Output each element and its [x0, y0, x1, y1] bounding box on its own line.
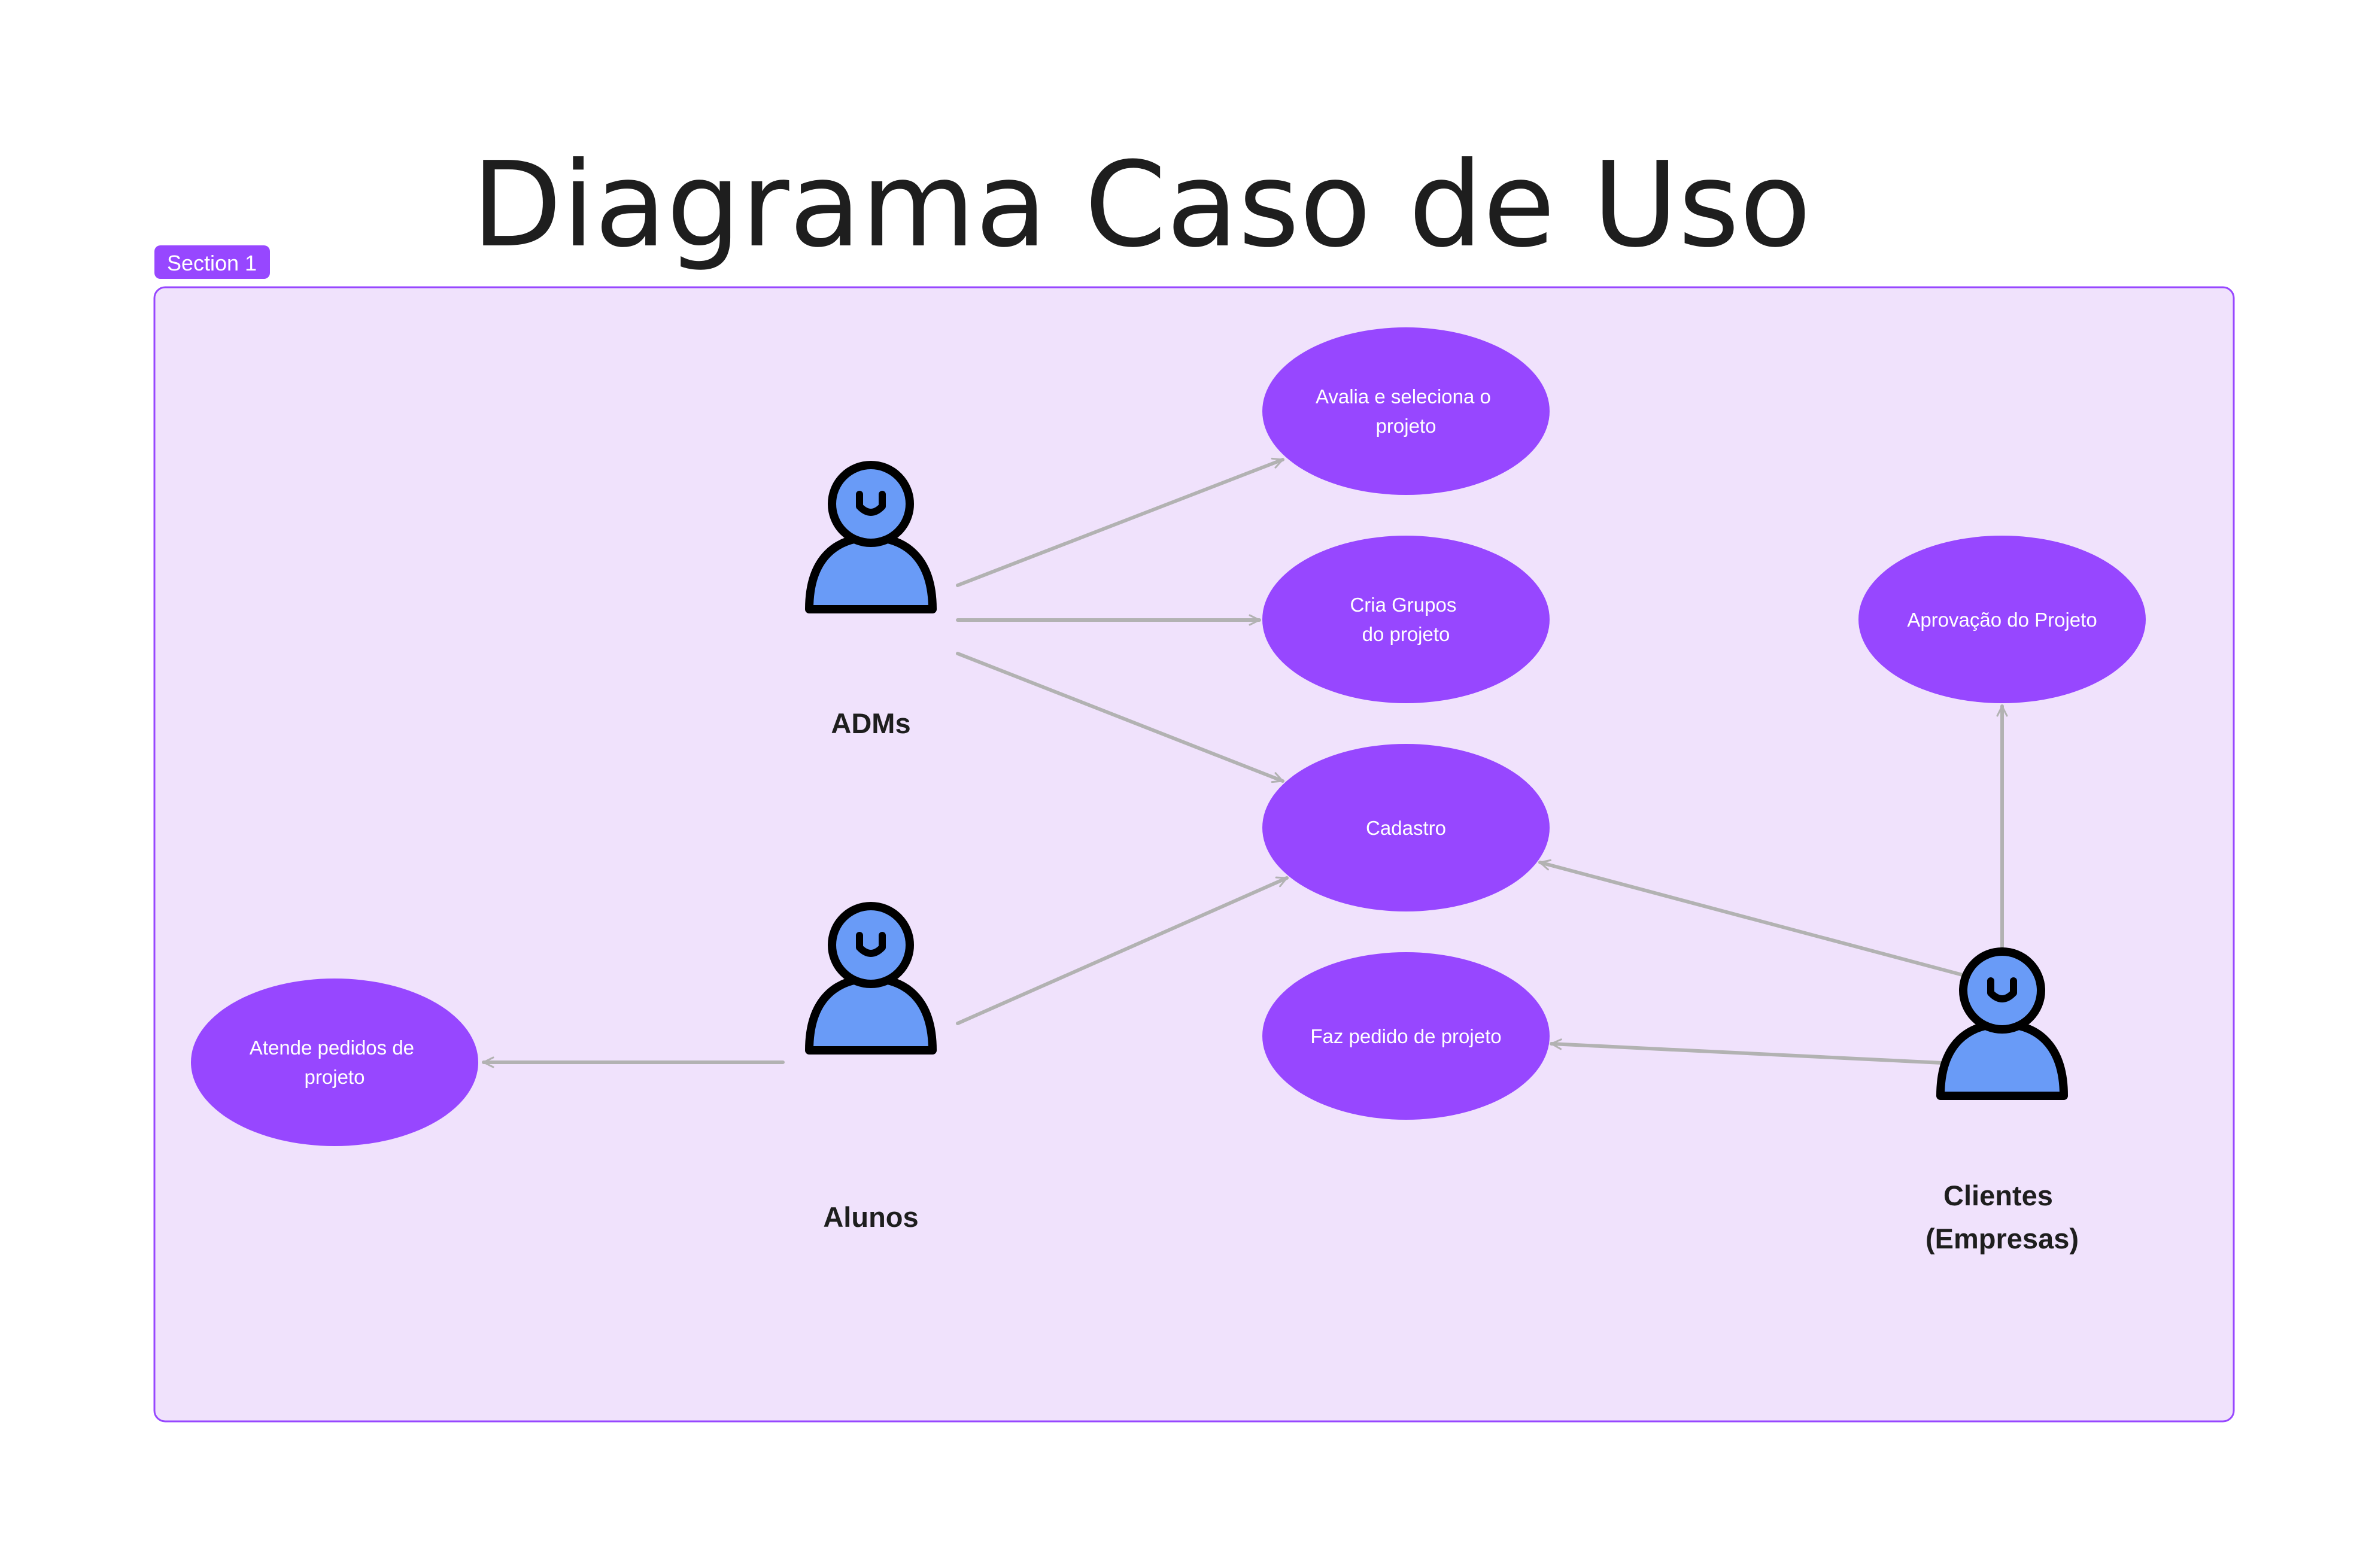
actor-clientes[interactable]: Clientes (Empresas): [1925, 947, 2079, 1254]
association-adms-cadastro[interactable]: [956, 652, 1284, 783]
svg-text:Atende pedidos de projet: Atende pedidos de projeto: [250, 1037, 420, 1088]
use-case-label: Faz pedido de projeto: [1310, 1025, 1501, 1047]
association-alunos-cadastro[interactable]: [956, 876, 1289, 1025]
use-case-label: Cria Grupos: [1350, 594, 1456, 616]
svg-text:Cadastro: Cadastro: [1366, 817, 1446, 839]
svg-text:Alunos: Alunos: [823, 1201, 918, 1233]
use-case-cria-grupos[interactable]: Cria Grupos do projeto: [1262, 536, 1550, 703]
actor-label: (Empresas): [1925, 1223, 2079, 1254]
actor-label: Alunos: [823, 1201, 918, 1233]
actor-label: ADMs: [831, 707, 910, 739]
svg-text:Avalia e seleciona o pro: Avalia e seleciona o projeto: [1316, 385, 1496, 437]
section-label-text: Section 1: [167, 251, 257, 275]
section-label-badge: [154, 245, 270, 279]
diagram-title: Diagrama Caso de Uso: [472, 137, 1811, 274]
user-icon: [1936, 947, 2068, 1100]
use-case-cadastro[interactable]: Cadastro: [1262, 744, 1550, 911]
use-case-label: Atende pedidos de: [250, 1037, 414, 1059]
section-frame[interactable]: [153, 286, 2235, 1423]
association-adms-avalia[interactable]: [956, 457, 1284, 587]
use-case-label: Avalia e seleciona o: [1316, 385, 1491, 408]
use-case-label: Aprovação do Projeto: [1907, 609, 2097, 631]
association-clientes-faz-pedido[interactable]: [1550, 1038, 1944, 1065]
section-label[interactable]: Section 1: [154, 245, 270, 279]
use-case-aprovacao[interactable]: Aprovação do Projeto: [1858, 536, 2146, 703]
use-case-faz-pedido[interactable]: Faz pedido de projeto: [1262, 952, 1550, 1120]
section-background: [153, 286, 2235, 1423]
use-case-label: do projeto: [1362, 623, 1450, 645]
svg-text:ADMs: ADMs: [831, 707, 910, 739]
user-icon: [805, 902, 937, 1055]
associations: [482, 457, 2008, 1068]
use-case-label: Cadastro: [1366, 817, 1446, 839]
actor-label: Clientes: [1943, 1180, 2053, 1211]
user-icon: [805, 461, 937, 613]
association-clientes-cadastro[interactable]: [1538, 859, 1971, 979]
svg-text:Clientes (Empresas): Clientes (Empresas): [1925, 1180, 2079, 1254]
svg-text:Cria Grupos do projeto: Cria Grupos do projeto: [1350, 594, 1462, 645]
svg-text:Aprovação do Projeto: Aprovação do Projeto: [1907, 609, 2097, 631]
use-case-label: projeto: [305, 1066, 365, 1088]
use-case-label: projeto: [1376, 415, 1436, 437]
use-case-atende[interactable]: Atende pedidos de projeto: [191, 979, 478, 1146]
actor-adms[interactable]: ADMs: [805, 461, 937, 739]
svg-text:Faz pedido de projeto: Faz pedido de projeto: [1310, 1025, 1501, 1047]
actor-alunos[interactable]: Alunos: [805, 902, 937, 1233]
use-case-avalia[interactable]: Avalia e seleciona o projeto: [1262, 327, 1550, 495]
